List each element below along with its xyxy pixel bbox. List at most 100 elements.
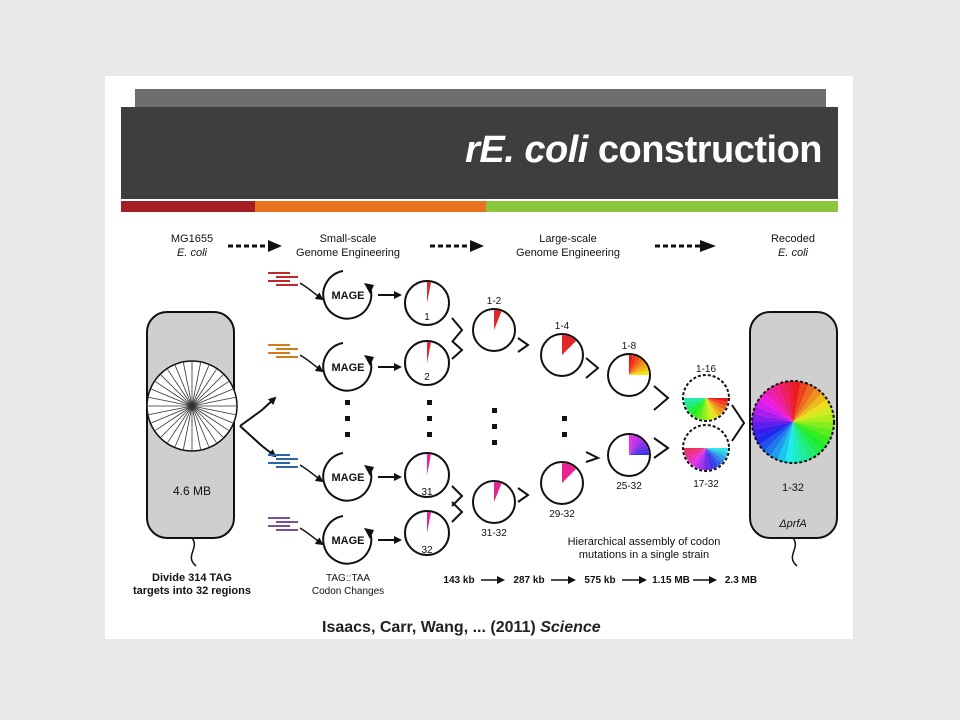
circle-label: 31-32 bbox=[481, 528, 507, 539]
flagellum bbox=[190, 537, 197, 567]
merge-chevron bbox=[451, 340, 464, 360]
title-bar bbox=[121, 107, 838, 199]
genome-spokes bbox=[148, 362, 236, 450]
assembly-wedge bbox=[629, 371, 649, 375]
genome-spoke bbox=[191, 365, 210, 407]
assembly-wedge bbox=[629, 367, 649, 375]
merge-chevron bbox=[451, 317, 464, 343]
recoded-wedge bbox=[793, 399, 831, 422]
genome-spoke bbox=[167, 369, 193, 407]
genome-spoke bbox=[191, 381, 229, 407]
genome-spoke bbox=[191, 374, 224, 407]
genome-spoke bbox=[174, 365, 193, 407]
assembly-wedge bbox=[629, 356, 641, 375]
genome-spoke bbox=[191, 362, 201, 407]
stage-header-small-scale: Small-scale Genome Engineering bbox=[296, 233, 400, 259]
mage-cycle-arrow bbox=[322, 270, 373, 320]
circle-label: 1-8 bbox=[622, 341, 637, 352]
region-wedge bbox=[427, 454, 432, 475]
title-word: construction bbox=[597, 129, 823, 171]
assembly-wedge bbox=[706, 448, 719, 469]
stage-label: Large-scale bbox=[539, 233, 596, 245]
genome-spoke bbox=[191, 405, 201, 450]
assembly-wedge bbox=[693, 398, 706, 419]
recoded-wedge bbox=[793, 422, 822, 457]
title-organism: rE. coli bbox=[465, 129, 588, 171]
merge-chevron bbox=[653, 437, 670, 459]
assembly-wedge bbox=[690, 448, 706, 467]
assembly-wedge bbox=[697, 398, 706, 420]
assembly-wedge bbox=[706, 398, 719, 419]
stage-sublabel: E. coli bbox=[778, 247, 809, 259]
genome-spoke bbox=[151, 388, 193, 407]
assembly-wedge bbox=[562, 463, 577, 483]
citation-journal: Science bbox=[540, 619, 601, 636]
circle-label: 1-16 bbox=[696, 364, 716, 375]
genome-spoke bbox=[183, 405, 193, 450]
assembly-wedge bbox=[629, 435, 637, 455]
assembly-wedge bbox=[693, 448, 706, 469]
mage-cycle-arrow bbox=[322, 452, 373, 502]
oligo-arrow bbox=[299, 464, 324, 483]
assembly-wedge bbox=[629, 363, 648, 375]
assembly-wedge bbox=[629, 360, 646, 375]
assembly-wedge bbox=[629, 358, 644, 375]
assembly-wedge bbox=[706, 398, 715, 420]
genome-spoke bbox=[183, 362, 193, 407]
recoded-wedge bbox=[793, 422, 834, 438]
stage-arrow-head bbox=[470, 240, 484, 252]
recoded-wedge bbox=[793, 414, 834, 422]
recoded-wedge bbox=[764, 422, 793, 457]
merge-chevron bbox=[585, 451, 601, 463]
assembly-wedge bbox=[684, 398, 706, 407]
size-label: 143 kb bbox=[443, 575, 474, 586]
stage-sublabel: Genome Engineering bbox=[516, 247, 620, 259]
genome-spoke bbox=[174, 405, 193, 447]
assembly-wedge bbox=[684, 398, 706, 403]
size-label: 575 kb bbox=[584, 575, 615, 586]
size-label: 1.15 MB bbox=[652, 575, 690, 586]
left-caption: Divide 314 TAG bbox=[152, 572, 232, 584]
size-label: 287 kb bbox=[513, 575, 544, 586]
assembly-wedge bbox=[629, 440, 646, 455]
merge-chevron bbox=[731, 404, 746, 442]
assembly-wedge bbox=[706, 448, 728, 457]
circle-label: 25-32 bbox=[616, 481, 642, 492]
recoded-wedge bbox=[752, 406, 793, 422]
mage-label: MAGE bbox=[332, 535, 365, 547]
assembly-wedge bbox=[629, 355, 637, 375]
genome-spoke bbox=[160, 374, 193, 407]
recoded-wedge bbox=[755, 399, 793, 422]
genome-spoke bbox=[191, 405, 217, 443]
stage-header-recoded: Recoded E. coli bbox=[771, 233, 815, 259]
region-wedge bbox=[427, 512, 432, 533]
recoded-wedge bbox=[764, 387, 793, 422]
genome-spoke bbox=[155, 405, 193, 431]
mage-cycle: MAGE bbox=[268, 452, 402, 502]
merge-chevron bbox=[517, 337, 530, 353]
stage-label: Small-scale bbox=[320, 233, 377, 245]
recoded-wedge bbox=[793, 406, 834, 422]
genotype-label: ΔprfA bbox=[778, 518, 807, 530]
flagellum bbox=[791, 537, 798, 567]
assembly-wedge bbox=[706, 448, 728, 453]
merge-chevron bbox=[653, 385, 670, 411]
circle-label: 1-2 bbox=[487, 296, 502, 307]
assembly-wedge bbox=[701, 448, 706, 470]
merge-chevrons bbox=[451, 317, 746, 523]
stage-sublabel: Genome Engineering bbox=[296, 247, 400, 259]
recoded-wedge bbox=[777, 422, 793, 463]
genome-spoke bbox=[191, 388, 233, 407]
assembly-wedge bbox=[685, 398, 706, 411]
mage-cycle: MAGE bbox=[268, 270, 402, 320]
mage-label: MAGE bbox=[332, 290, 365, 302]
recoded-wedge bbox=[752, 414, 793, 422]
right-cell: 1-32 ΔprfA bbox=[749, 311, 838, 567]
genome-spoke bbox=[148, 405, 193, 415]
mage-cycle-arrow bbox=[322, 342, 373, 392]
citation-authors: Isaacs, Carr, Wang, ... (2011) bbox=[322, 619, 536, 636]
recoded-wedge bbox=[758, 422, 793, 451]
assembly-wedge bbox=[684, 448, 706, 457]
circle-label: 31 bbox=[421, 487, 433, 498]
